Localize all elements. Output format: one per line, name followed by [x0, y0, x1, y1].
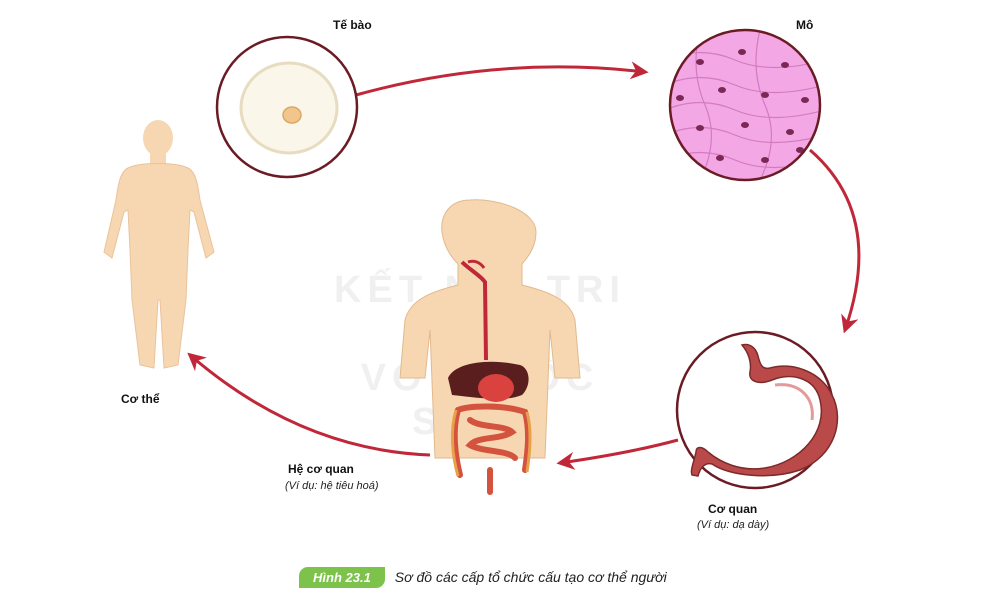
organ-label: Cơ quan	[708, 502, 758, 516]
stomach-shape	[690, 343, 839, 477]
organ-system-figure	[399, 199, 581, 495]
body-label: Cơ thể	[121, 392, 160, 406]
organ-node	[675, 330, 839, 490]
organ-example: (Ví dụ: dạ dày)	[697, 519, 770, 531]
tissue-label: Mô	[796, 18, 814, 32]
body-figure	[103, 120, 215, 369]
figure-number-badge: Hình 23.1	[299, 566, 385, 588]
cell-label: Tế bào	[333, 18, 372, 32]
arrow-cell-to-tissue	[355, 61, 649, 97]
figure-caption: Hình 23.1 Sơ đồ các cấp tổ chức cấu tạo …	[299, 565, 667, 589]
organ-system-example: (Ví dụ: hệ tiêu hoá)	[285, 480, 379, 492]
figure-caption-text: Sơ đồ các cấp tổ chức cấu tạo cơ thể ngư…	[394, 569, 667, 585]
arrow-organ-to-organ-system	[556, 438, 679, 470]
organ-system-label: Hệ cơ quan	[288, 462, 354, 476]
tissue-node	[668, 28, 822, 182]
arrow-organ-system-to-body	[187, 352, 431, 457]
cell-node	[215, 35, 359, 179]
arrow-tissue-to-organ	[809, 148, 861, 334]
